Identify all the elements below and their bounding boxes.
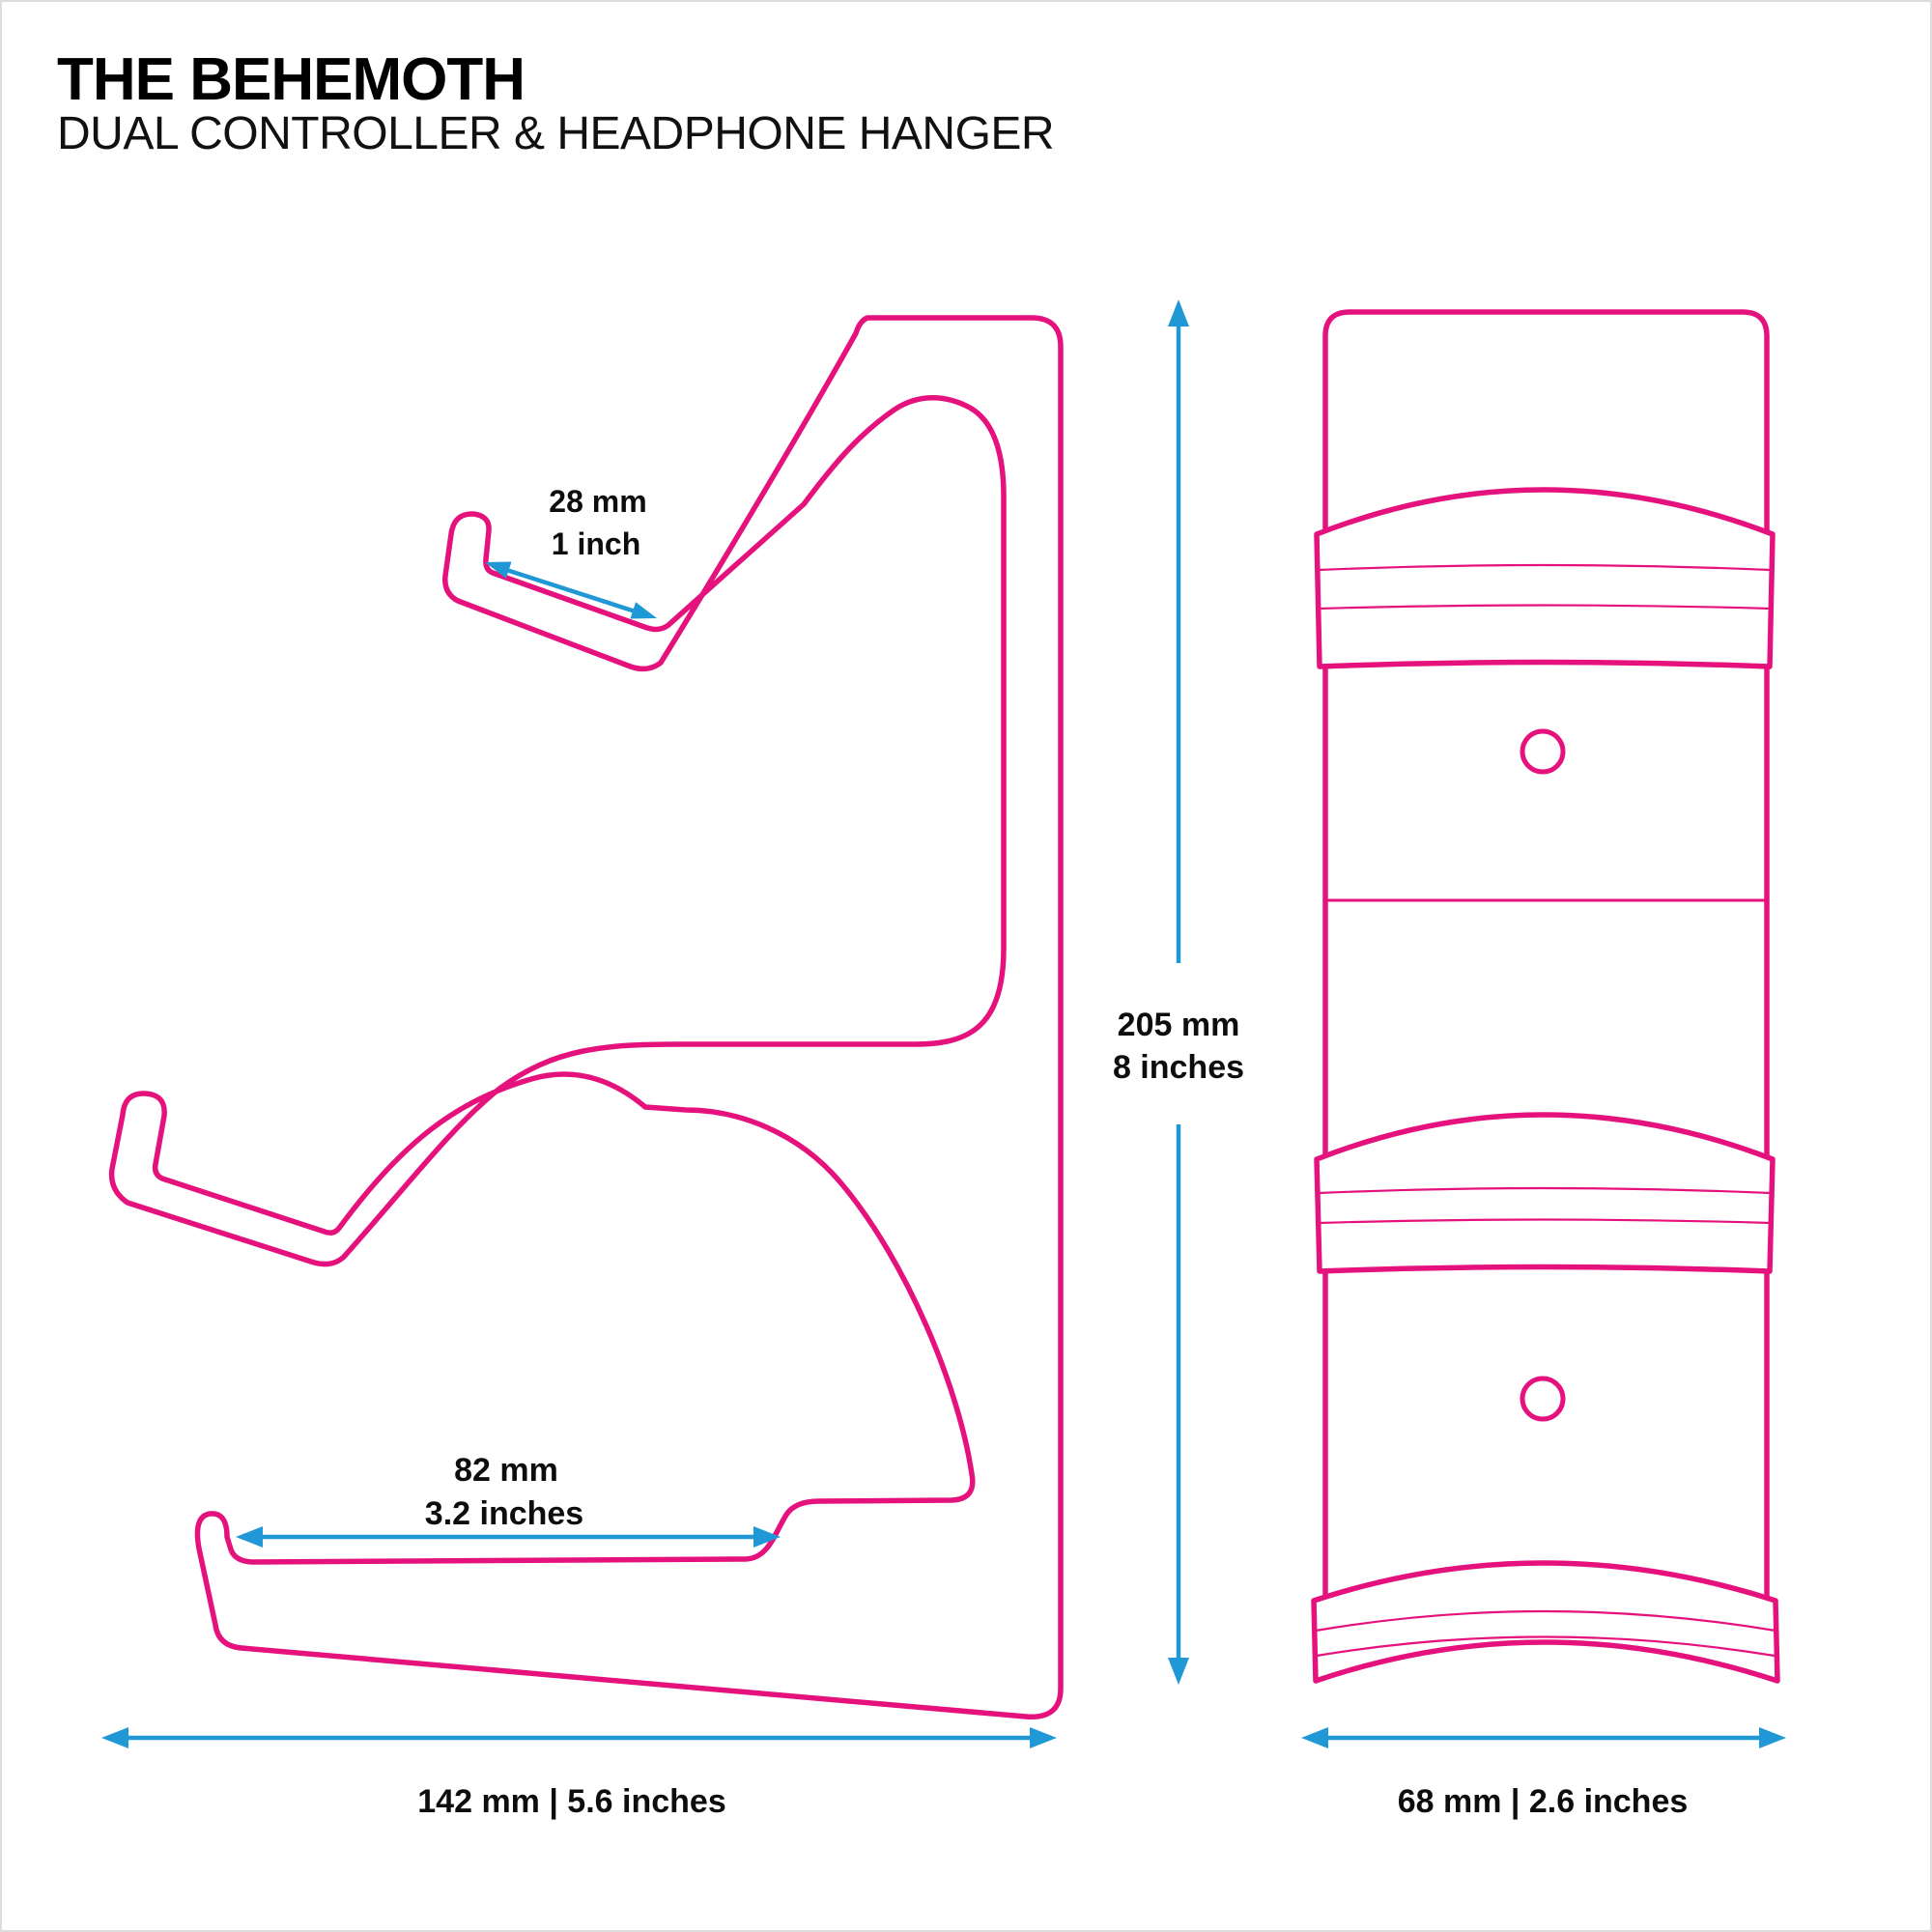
arrow-head-left-icon bbox=[485, 561, 512, 579]
cradle-band-bottom-line-2 bbox=[1315, 1635, 1776, 1658]
dimension-height-mm: 205 mm bbox=[1118, 1007, 1240, 1043]
dimension-hook-depth-mm: 28 mm bbox=[549, 484, 646, 519]
cradle-band-top-line-2 bbox=[1317, 604, 1773, 611]
arrow-head-right-icon bbox=[630, 602, 657, 619]
page-title: THE BEHEMOTH bbox=[57, 46, 525, 113]
cradle-band-bottom bbox=[1311, 1560, 1780, 1684]
arrow-head-left-icon bbox=[101, 1727, 128, 1748]
dimension-overall-depth: 142 mm | 5.6 inches bbox=[101, 1727, 1057, 1820]
side-profile-view bbox=[108, 315, 1064, 1719]
cradle-band-bottom-outline bbox=[1311, 1560, 1780, 1684]
cradle-band-top-line-1 bbox=[1317, 563, 1773, 572]
page-subtitle: DUAL CONTROLLER & HEADPHONE HANGER bbox=[57, 108, 1054, 159]
cradle-band-middle-line-1 bbox=[1317, 1186, 1773, 1195]
arrow-head-right-icon bbox=[1759, 1727, 1786, 1748]
dimension-width-label: 68 mm | 2.6 inches bbox=[1398, 1783, 1689, 1820]
side-profile-outline bbox=[108, 315, 1064, 1719]
dimension-overall-depth-label: 142 mm | 5.6 inches bbox=[417, 1783, 725, 1820]
front-plate-outline bbox=[1322, 309, 1770, 1637]
cradle-band-top bbox=[1314, 487, 1776, 669]
cradle-band-middle bbox=[1314, 1112, 1776, 1274]
dimension-shelf-depth: 82 mm 3.2 inches bbox=[236, 1452, 781, 1548]
arrow-head-right-icon bbox=[753, 1526, 781, 1548]
dimension-shelf-depth-mm: 82 mm bbox=[454, 1452, 558, 1489]
front-view bbox=[1311, 309, 1780, 1684]
arrow-head-left-icon bbox=[1301, 1727, 1328, 1748]
dimension-height-in: 8 inches bbox=[1113, 1049, 1244, 1086]
dimension-height: 205 mm 8 inches bbox=[1113, 299, 1244, 1685]
arrow-head-left-icon bbox=[236, 1526, 263, 1548]
screw-hole-bottom bbox=[1520, 1376, 1566, 1422]
cradle-band-middle-line-2 bbox=[1317, 1218, 1773, 1225]
cradle-band-middle-outline bbox=[1314, 1112, 1776, 1274]
dimension-hook-depth: 28 mm 1 inch bbox=[485, 484, 657, 619]
cradle-band-bottom-line-1 bbox=[1314, 1609, 1777, 1633]
hook-depth-arrow-line bbox=[494, 563, 648, 618]
dimension-shelf-depth-in: 3.2 inches bbox=[425, 1495, 583, 1532]
dimension-width: 68 mm | 2.6 inches bbox=[1301, 1727, 1786, 1820]
arrow-head-up-icon bbox=[1168, 299, 1189, 327]
cradle-band-top-outline bbox=[1314, 487, 1776, 669]
arrow-head-right-icon bbox=[1030, 1727, 1057, 1748]
arrow-head-down-icon bbox=[1168, 1658, 1189, 1685]
dimension-hook-depth-in: 1 inch bbox=[552, 526, 640, 561]
screw-hole-top bbox=[1520, 728, 1566, 775]
